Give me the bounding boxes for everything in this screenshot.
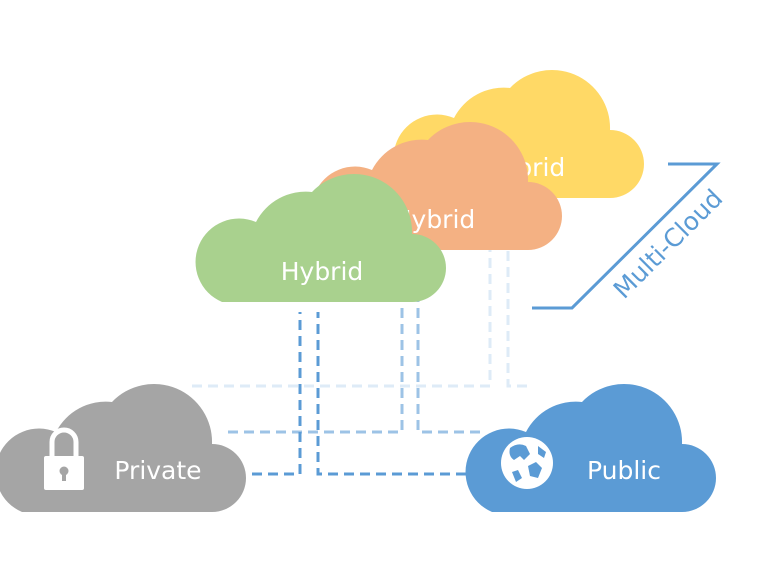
connector-back-hybrid xyxy=(192,250,527,388)
hybrid-front-label: Hybrid xyxy=(281,257,364,286)
connector-middle-hybrid xyxy=(228,300,480,434)
hybrid-cloud-front: Hybrid xyxy=(195,173,446,302)
globe-icon xyxy=(501,437,553,489)
connector-front-hybrid xyxy=(252,312,482,476)
private-cloud: Private xyxy=(0,383,247,512)
multi-cloud-label: Multi-Cloud xyxy=(608,184,729,305)
private-label: Private xyxy=(114,456,201,485)
connectors xyxy=(192,250,527,476)
lock-icon xyxy=(44,427,84,490)
public-label: Public xyxy=(587,456,661,485)
public-cloud: Public xyxy=(465,383,716,512)
